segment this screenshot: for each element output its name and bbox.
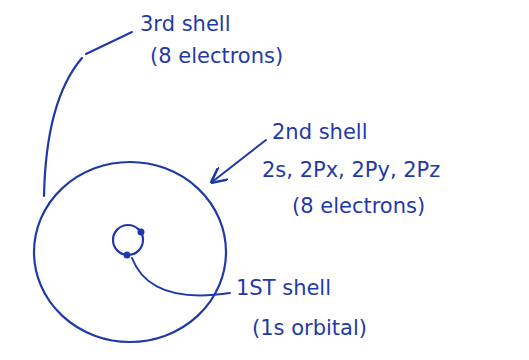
orbital-list: 2s, 2Px, 2Py, 2Pz — [262, 158, 440, 182]
first-shell-circle — [113, 225, 143, 255]
third-shell-arc — [44, 58, 82, 196]
electron-dot — [138, 229, 145, 236]
electron-dot — [124, 252, 131, 259]
electron-count: (8 electrons) — [150, 44, 283, 68]
leader-line — [86, 32, 132, 54]
leader-line — [132, 258, 230, 295]
shell-name: 1ST shell — [236, 276, 331, 300]
second-shell-circle — [34, 162, 226, 342]
orbital-note: (1s orbital) — [252, 316, 367, 340]
shell-name: 2nd shell — [272, 120, 368, 144]
shell-name: 3rd shell — [140, 12, 230, 36]
leader-arrow — [212, 140, 266, 182]
electron-count: (8 electrons) — [292, 194, 425, 218]
